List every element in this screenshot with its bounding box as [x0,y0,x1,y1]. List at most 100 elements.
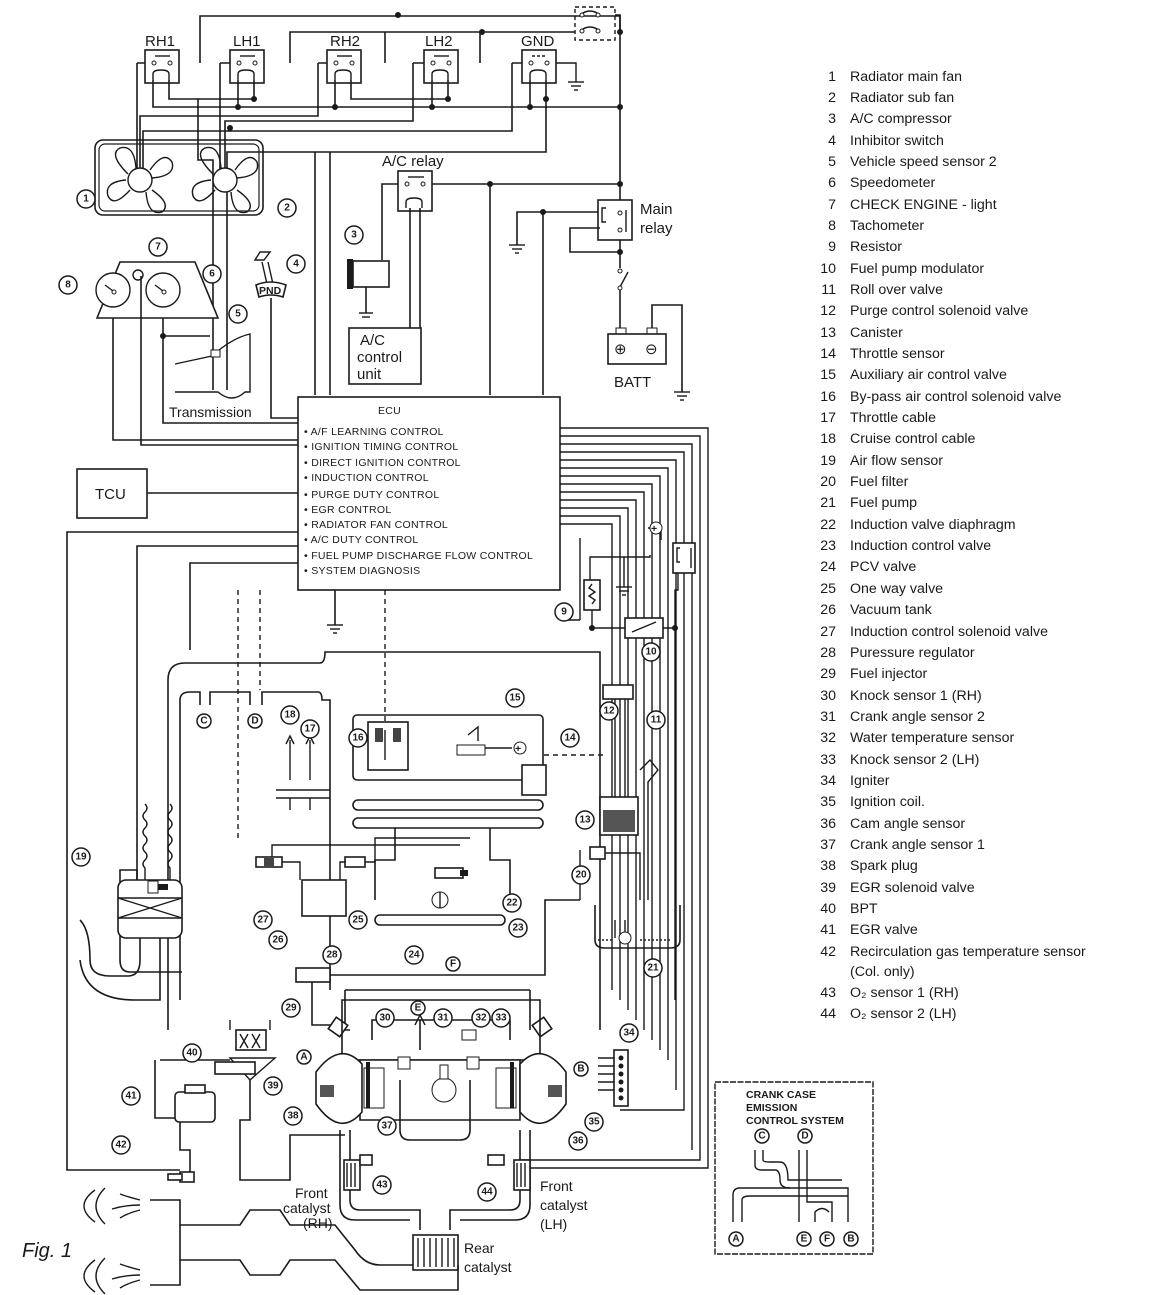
fuel-system [295,846,681,1038]
legend-item-number: 7 [828,196,836,213]
callout-37: 37 [377,1116,397,1136]
legend-item-text: Auxiliary air control valve [850,367,1007,384]
ecu-function: • A/C DUTY CONTROL [304,534,418,546]
callout-18: 18 [280,705,300,725]
svg-text:A: A [732,1234,739,1245]
callout-bubble [344,225,364,245]
legend-item-number: 8 [828,217,836,234]
callout-2: 2 [277,198,297,218]
legend-item-text: EGR solenoid valve [850,879,975,896]
callout-bubble [584,1112,604,1132]
callout-bubble [502,893,522,913]
callout-43: 43 [372,1175,392,1195]
callout-number: 15 [509,693,521,704]
callout-number: 38 [287,1111,299,1122]
rear-catalyst-label: catalyst [464,1259,512,1275]
ecu-function: • SYSTEM DIAGNOSIS [304,565,420,577]
callout-number: 7 [155,242,161,253]
legend-item-number: 12 [820,303,836,320]
relay-rh1-label: RH1 [145,33,175,50]
callout-bubble [280,705,300,725]
legend-item-text: Radiator main fan [850,68,962,85]
legend-item-number: 6 [828,175,836,192]
battery-positive-icon: ⊕ [614,341,627,358]
legend-item-text: O₂ sensor 2 (LH) [850,1006,957,1023]
callout-bubble [575,810,595,830]
callout-bubble [560,728,580,748]
callout-number: 34 [623,1028,635,1039]
callout-number: 20 [575,870,587,881]
callout-bubble [508,918,528,938]
callout-number: 40 [186,1048,198,1059]
port-b: B [573,1061,589,1077]
intake-manifold [79,651,601,1030]
legend-item-number: 41 [820,922,836,939]
callout-number: 9 [561,607,567,618]
legend-note: (Col. only) [850,964,915,981]
legend-item-text: Vehicle speed sensor 2 [850,153,997,170]
ecu-function: • IGNITION TIMING CONTROL [304,441,458,453]
legend-item: 1 Radiator main fan [812,66,1142,87]
shifter-positions-label: PND [259,285,282,297]
callout-bubble [348,910,368,930]
callout-number: 23 [512,923,524,934]
figure-label: Fig. 1 [22,1240,73,1262]
callout-bubble [268,930,288,950]
relay-lh1: LH1 [229,33,265,84]
legend-item-text: Puressure regulator [850,644,975,661]
ecu-block: ECU • A/F LEARNING CONTROL • IGNITION TI… [297,396,561,634]
legend-item-number: 20 [820,474,836,491]
svg-text:D: D [251,716,258,727]
callout-34: 34 [619,1023,639,1043]
front-catalyst-rh-label: Front [295,1185,328,1201]
legend-item-number: 30 [820,687,836,704]
callout-23: 23 [508,918,528,938]
callout-25: 25 [348,910,368,930]
callout-bubble [619,1023,639,1043]
inset-port-a: A [728,1231,744,1247]
legend-item-number: 11 [821,282,836,298]
port-c: C [196,713,212,729]
legend-item-text: BPT [850,900,878,917]
legend-item-text: Throttle cable [850,410,936,427]
relay-rh2: RH2 [326,33,362,84]
front-catalyst-lh-label: (LH) [540,1216,567,1232]
callout-bubble [121,1086,141,1106]
port-d: D [247,713,263,729]
legend-item-number: 21 [820,495,836,512]
legend-item-number: 9 [828,239,836,256]
legend-item-text: Induction valve diaphragm [850,516,1016,533]
callout-number: 39 [267,1081,279,1092]
callout-5: 5 [228,304,248,324]
ac-relay: A/C relay [381,153,623,395]
legend-item-text: Ignition coil. [850,794,925,811]
callout-number: 5 [235,309,241,320]
svg-text:D: D [801,1131,808,1142]
instrument-cluster [95,261,298,446]
inhibitor-switch-icon: PND [253,251,298,419]
legend-item-text: A/C compressor [850,111,952,128]
callout-35: 35 [584,1112,604,1132]
callout-number: 29 [285,1003,297,1014]
tcu-block: TCU [76,468,298,519]
callout-number: 44 [481,1187,493,1198]
callout-number: 14 [564,733,576,744]
legend-item-text: Knock sensor 2 (LH) [850,751,980,768]
legend-item-text: Knock sensor 1 (RH) [850,687,982,704]
legend-item-number: 17 [820,410,836,427]
legend-item-number: 1 [828,68,836,85]
legend-item-number: 33 [820,751,836,768]
